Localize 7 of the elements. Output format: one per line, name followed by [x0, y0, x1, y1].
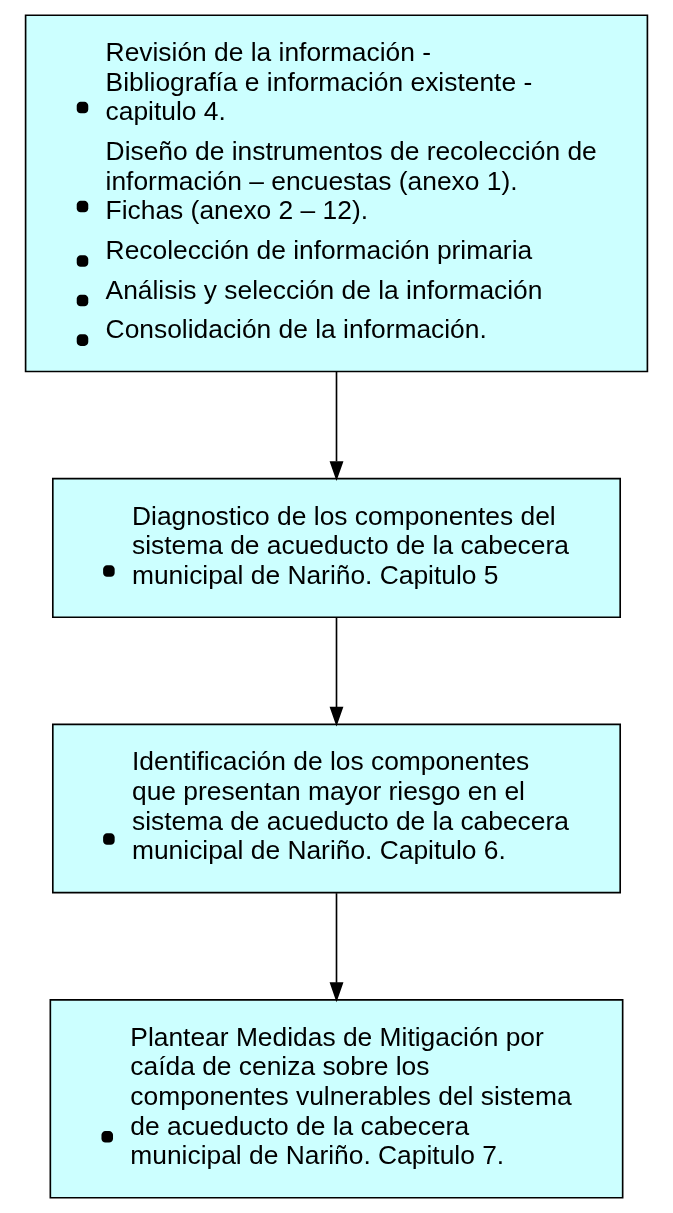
node-box: Diagnostico de los componentes del sistema de acueducto de la cabecera municipal de Nariño. Capitulo 5 [52, 477, 621, 619]
arrow [329, 370, 344, 482]
node-box: Revisión de la información - Bibliografía e información existente - capitulo 4. Diseño de instrumentos de recolección de información – encuestas (anexo 1). Fichas (anexo 2 – 12). Recolección de información primaria Análisis y selección de la información Consolidación de la información. [24, 14, 649, 373]
arrow [329, 892, 344, 1003]
node-box: Plantear Medidas de Mitigación por caída de ceniza sobre los componentes vulnerables del sistema de acueducto de la cabecera municipal de Nariño. Capitulo 7. [49, 999, 624, 1199]
arrow [329, 617, 344, 727]
node-box: Identificación de los componentes que presentan mayor riesgo en el sistema de acueducto de la cabecera municipal de Nariño. Capitulo 6. [52, 723, 621, 894]
